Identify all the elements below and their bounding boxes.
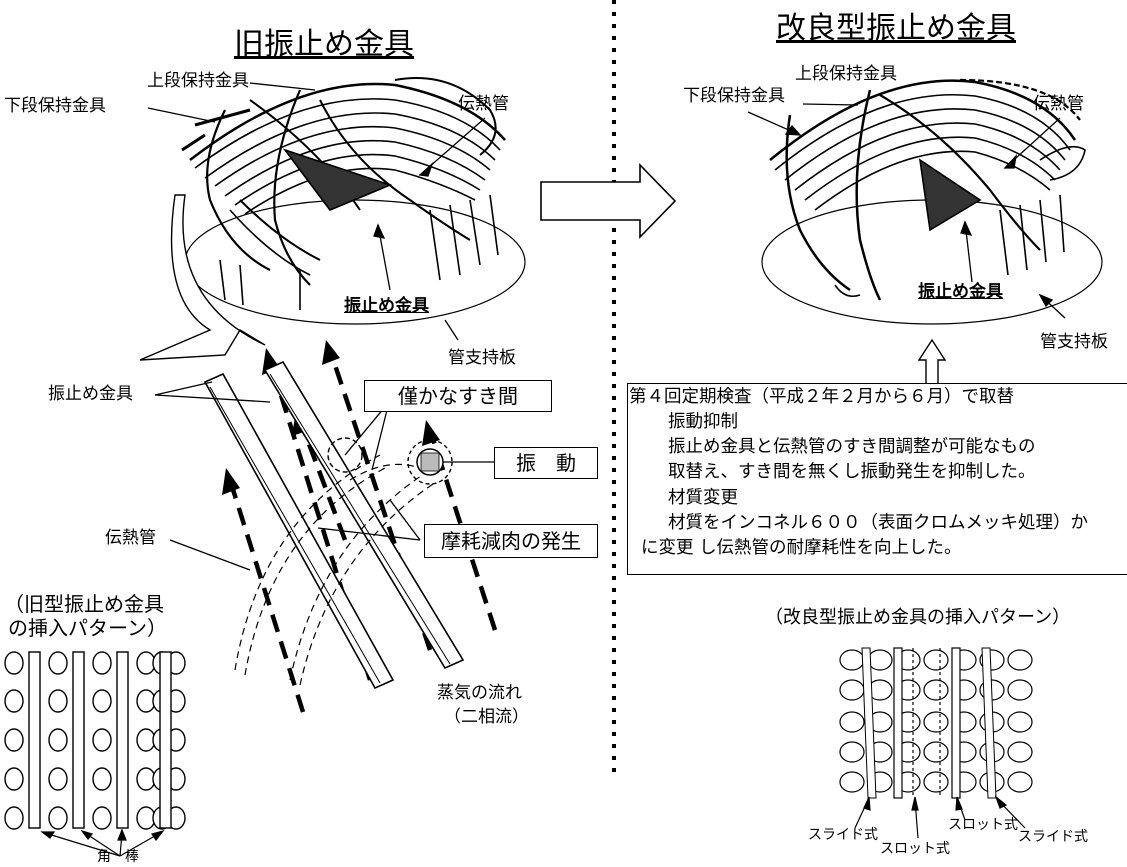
spec-line-6: 材質をインコネル６００（表面クロムメッキ処理）か <box>668 513 1088 533</box>
old-avb-label: 振止め金具 <box>344 296 429 316</box>
new-insert-pattern <box>839 647 1033 799</box>
slide-right-label: スライド式 <box>1018 829 1088 845</box>
new-avb-label: 振止め金具 <box>918 282 1003 302</box>
old-pattern-title-2: の挿入パターン） <box>8 616 167 640</box>
spec-box: 第４回定期検査（平成２年２月から６月）で取替 振動抑制 振止め金具と伝熱管のすき… <box>627 383 1127 575</box>
new-assembly-drawing <box>761 78 1103 325</box>
gap-label-box: 僅かなすき間 <box>364 380 552 412</box>
old-assembly-drawing <box>181 77 526 325</box>
detail-diagram <box>154 340 498 713</box>
gap-label: 僅かなすき間 <box>398 384 518 408</box>
spec-line-2: 振動抑制 <box>668 412 738 432</box>
spec-line-5: 材質変更 <box>668 488 738 508</box>
new-lower-holder-label: 下段保持金具 <box>683 86 785 106</box>
steam-flow-label: 蒸気の流れ <box>437 683 522 703</box>
slide-left-label: スライド式 <box>808 827 878 843</box>
detail-tube-label: 伝熱管 <box>105 528 156 548</box>
old-pattern-title-1: （旧型振止め金具 <box>4 592 164 616</box>
slot-left-label: スロット式 <box>880 841 950 857</box>
old-tube-label: 伝熱管 <box>458 94 509 114</box>
new-plate-label: 管支持板 <box>1040 332 1108 352</box>
spec-line-3: 振止め金具と伝熱管のすき間調整が可能なもの <box>668 437 1036 457</box>
up-arrow <box>917 338 947 386</box>
spec-line-4: 取替え、すき間を無くし振動発生を抑制した。 <box>668 462 1036 482</box>
vibration-label: 振 動 <box>516 451 576 475</box>
new-title: 改良型振止め金具 <box>776 11 1016 46</box>
slot-right-label: スロット式 <box>948 817 1018 833</box>
spec-line-1: 第４回定期検査（平成２年２月から６月）で取替 <box>629 387 1014 407</box>
wear-label: 摩耗減肉の発生 <box>441 529 581 553</box>
detail-avb-label: 振止め金具 <box>48 384 133 404</box>
zoom-bent-arrow <box>139 194 266 361</box>
old-lower-holder-label: 下段保持金具 <box>4 96 106 116</box>
new-pattern-title: （改良型振止め金具の挿入パターン） <box>765 607 1071 628</box>
wear-label-box: 摩耗減肉の発生 <box>424 524 598 558</box>
transition-arrow <box>540 163 677 239</box>
old-upper-holder-label: 上段保持金具 <box>147 71 249 91</box>
old-title: 旧振止め金具 <box>234 27 414 62</box>
new-tube-label: 伝熱管 <box>1033 94 1084 114</box>
square-bar-label: 角 棒 <box>97 849 139 865</box>
steam-flow-sub-label: （二相流） <box>444 707 529 727</box>
new-upper-holder-label: 上段保持金具 <box>795 64 897 84</box>
old-insert-pattern <box>4 651 186 830</box>
vibration-label-box: 振 動 <box>494 447 598 479</box>
spec-line-7: に変更 し伝熱管の耐摩耗性を向上した。 <box>641 538 962 558</box>
old-plate-label: 管支持板 <box>448 348 516 368</box>
